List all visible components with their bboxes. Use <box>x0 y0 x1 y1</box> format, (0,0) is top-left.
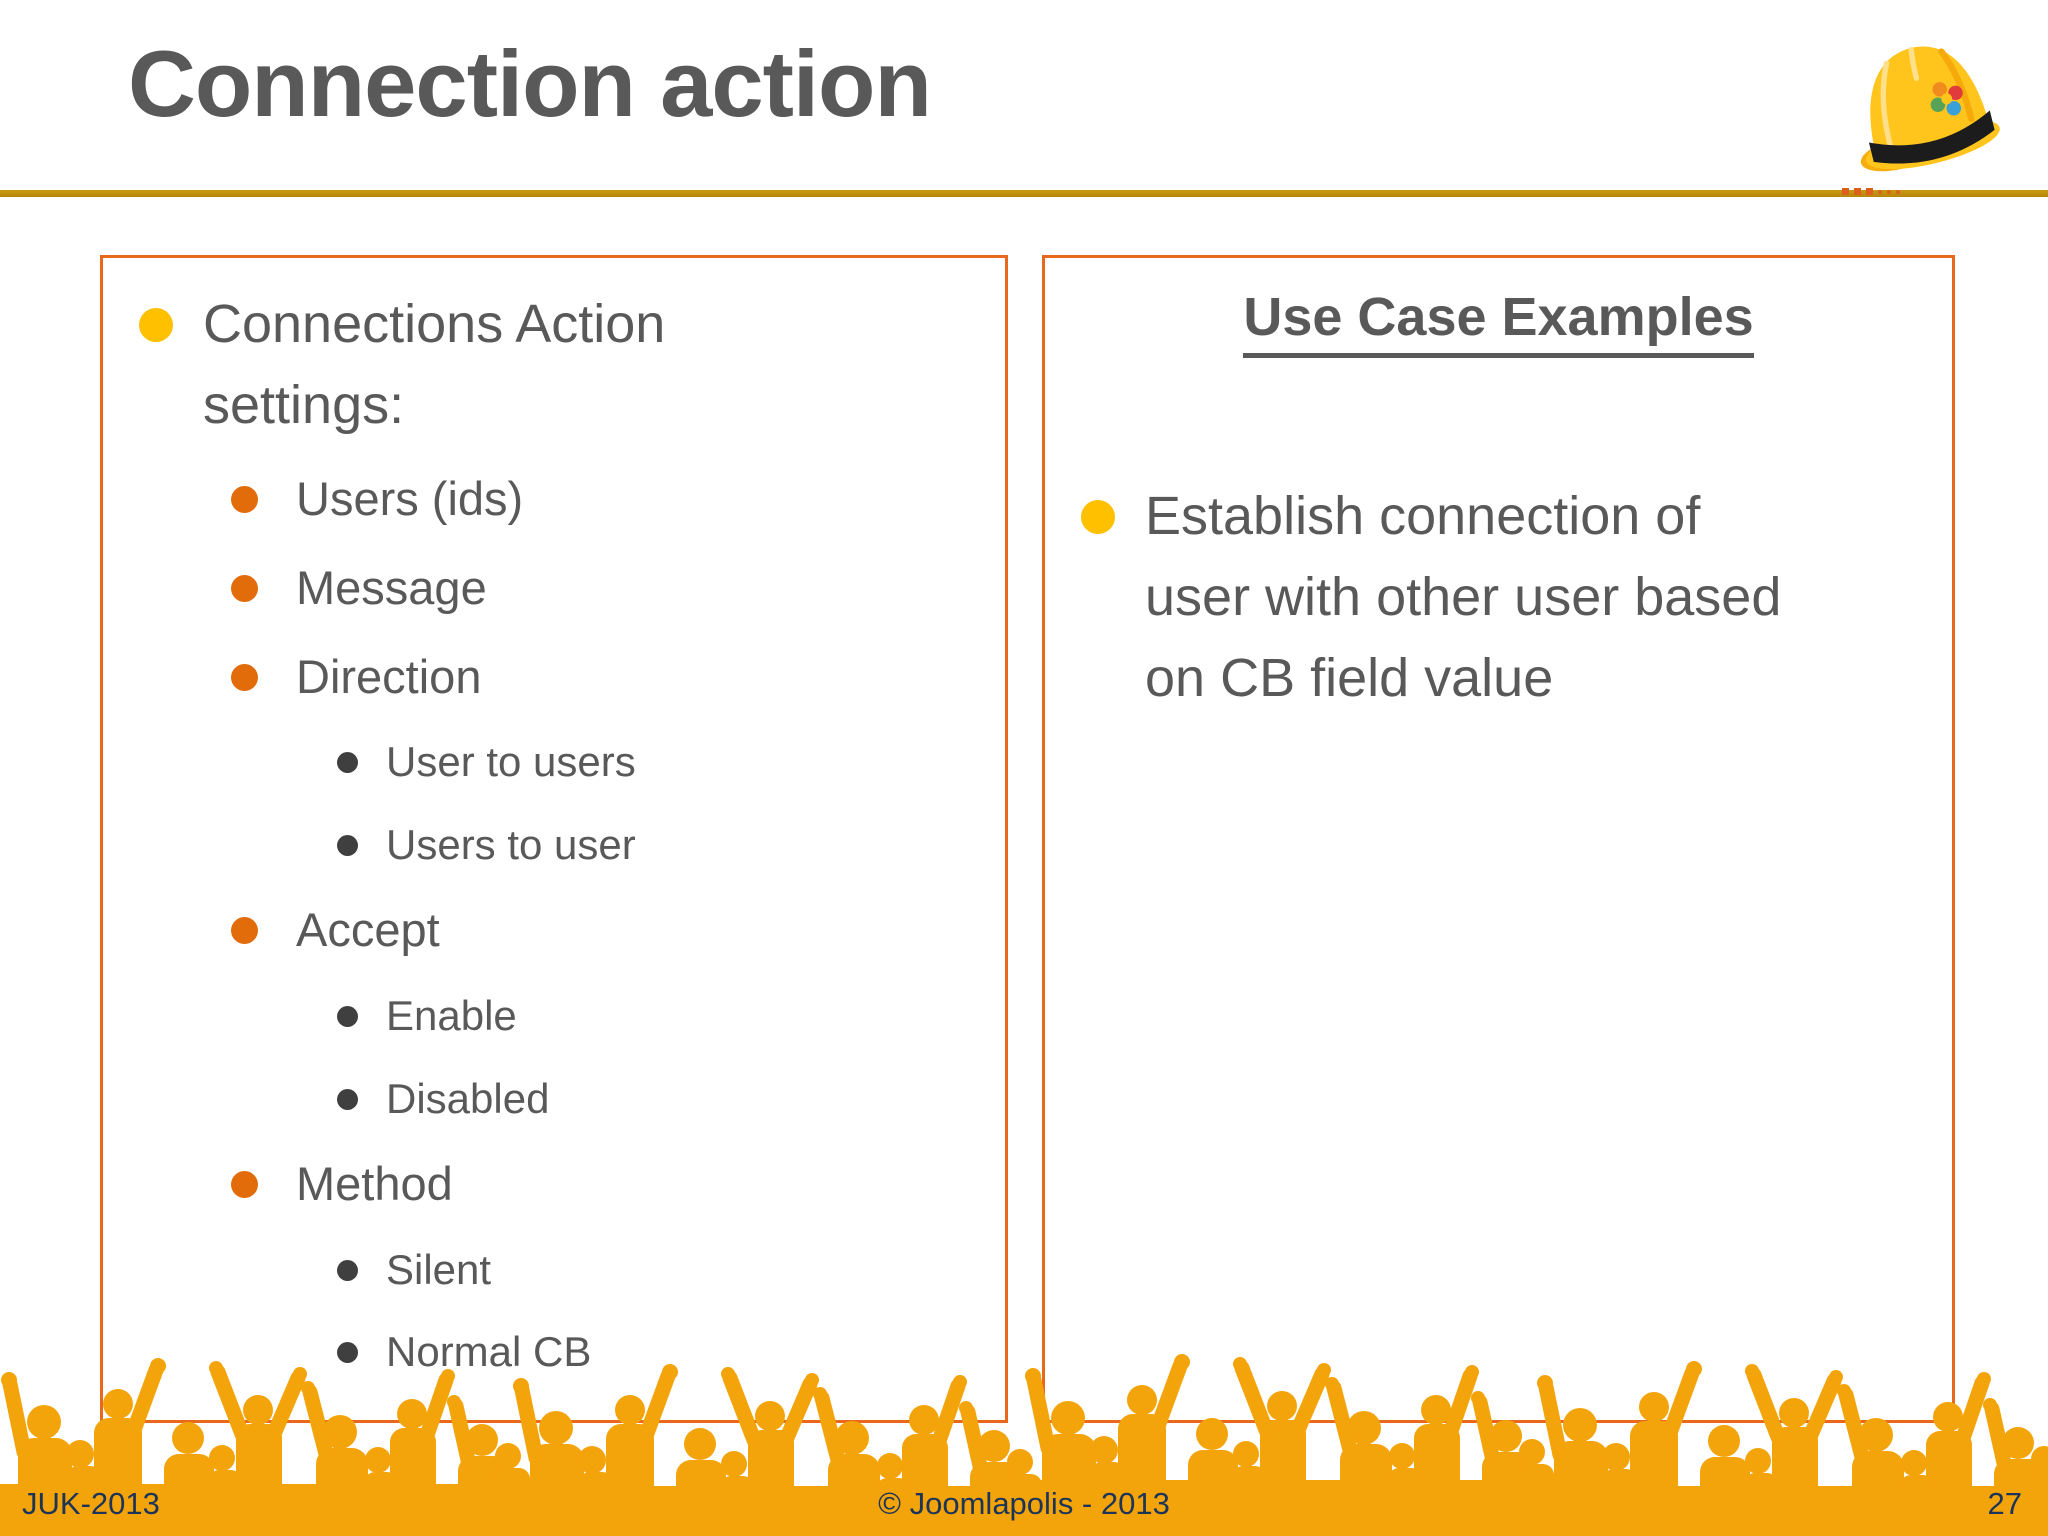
settings-list: Connections Action settings: Users (ids)… <box>103 258 1005 1379</box>
footer-center-label: © Joomlapolis - 2013 <box>878 1486 1170 1521</box>
list-item: Normal CB <box>337 1326 981 1379</box>
list-item: Method <box>231 1155 981 1214</box>
list-item: Users (ids) <box>231 470 981 529</box>
list-item: Enable <box>337 990 981 1043</box>
bullet-dark-icon <box>337 1006 358 1027</box>
joomla-logo-icon <box>1930 82 1963 116</box>
settings-panel: Connections Action settings: Users (ids)… <box>100 255 1008 1423</box>
bullet-orange-icon <box>231 917 258 945</box>
use-case-panel: Use Case Examples Establish connection o… <box>1042 255 1955 1423</box>
bullet-orange-icon <box>231 1171 258 1198</box>
list-item: Direction <box>231 648 981 707</box>
use-case-heading: Use Case Examples <box>1045 286 1952 358</box>
list-item: User to users <box>337 736 981 789</box>
use-case-text: Establish connection of user with other … <box>1145 486 1782 708</box>
list-item-label: User to users <box>386 738 636 786</box>
list-item-label: Direction <box>296 649 482 703</box>
bullet-orange-icon <box>231 486 258 513</box>
list-item: Users to user <box>337 819 981 872</box>
bullet-dark-icon <box>337 1088 358 1110</box>
list-item-label: Method <box>296 1157 453 1210</box>
list-item-label: Users (ids) <box>296 472 524 525</box>
list-item-label: Normal CB <box>386 1328 592 1376</box>
bullet-dark-icon <box>337 1259 358 1281</box>
bullet-dark-icon <box>337 834 358 856</box>
list-item: Silent <box>337 1244 981 1297</box>
list-item-label: Silent <box>386 1245 492 1293</box>
use-case-item: Establish connection of user with other … <box>1081 476 1928 719</box>
bullet-dark-icon <box>337 1342 358 1364</box>
hard-hat-joomla-icon <box>1860 46 2000 172</box>
list-item-label: Message <box>296 560 487 614</box>
bullet-orange-icon <box>231 663 258 691</box>
bullet-gold-icon <box>139 308 173 342</box>
list-item: Message <box>231 559 981 618</box>
list-item-label: Enable <box>386 992 517 1039</box>
page-title: Connection action <box>128 31 932 136</box>
list-item-label: Disabled <box>386 1074 550 1122</box>
crowd-silhouette-graphic <box>0 1336 2048 1536</box>
bullet-orange-icon <box>231 574 258 602</box>
list-item: Accept <box>231 901 981 960</box>
page-number: 27 <box>1987 1486 2022 1521</box>
list-item-label: Accept <box>296 903 440 957</box>
list-item: Connections Action settings: <box>139 284 981 446</box>
title-rule-divider <box>0 190 2048 197</box>
bullet-dark-icon <box>337 752 358 774</box>
dots-decoration <box>1842 188 1900 195</box>
list-item: Disabled <box>337 1073 981 1126</box>
list-item-label: Connections Action settings: <box>203 294 666 435</box>
footer-left-label: JUK-2013 <box>22 1486 160 1521</box>
list-item-label: Users to user <box>386 820 636 868</box>
bullet-gold-icon <box>1081 500 1115 534</box>
